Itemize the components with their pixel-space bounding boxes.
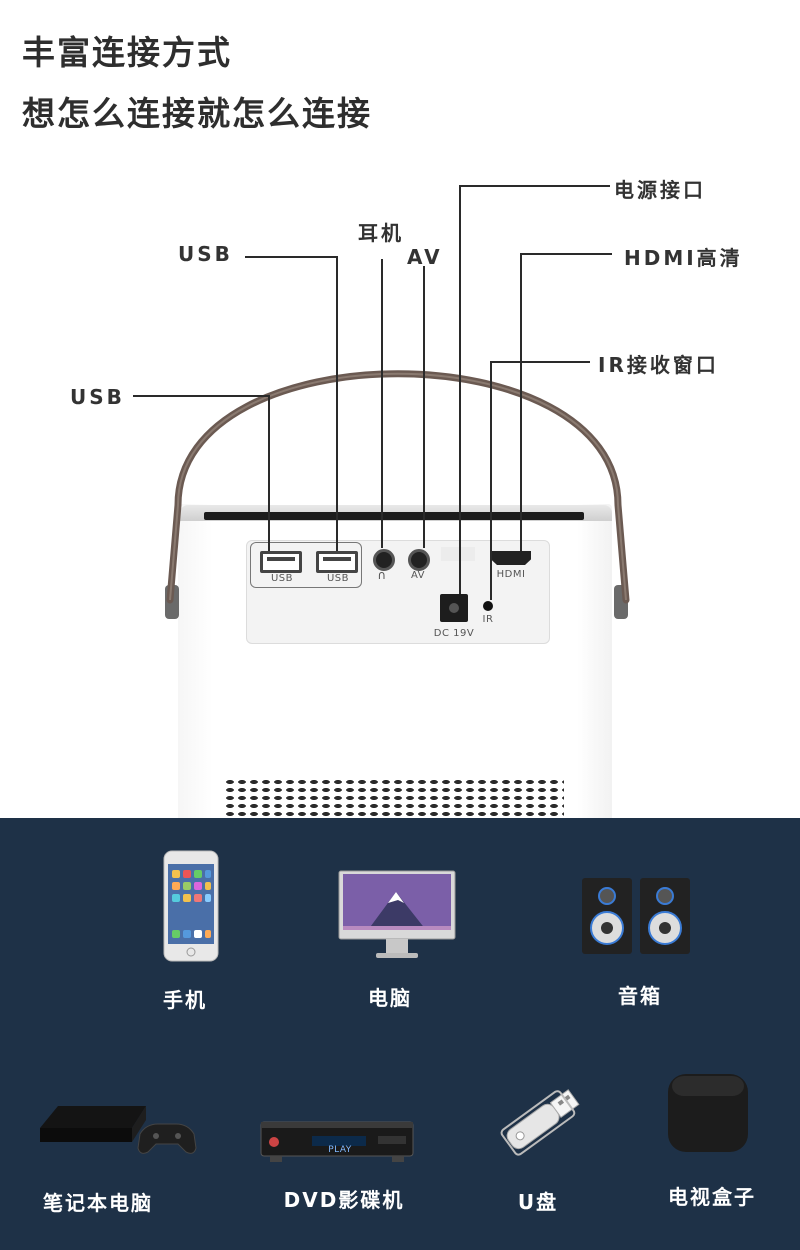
callout-earphone: 耳机	[358, 221, 404, 245]
dvd-player-icon	[260, 1121, 414, 1162]
connection-diagram	[133, 185, 630, 604]
leader-ir	[490, 361, 590, 600]
leader-hdmi	[520, 253, 612, 551]
usb-port-1-label: USB	[270, 573, 294, 584]
callout-power: 电源接口	[614, 178, 706, 202]
leader-usb-left	[133, 395, 270, 551]
usb-port-2-label: USB	[326, 573, 350, 584]
speaker-grille	[224, 778, 564, 822]
usb-drive-icon	[500, 1089, 580, 1156]
leader-power	[459, 185, 610, 594]
device-label-usb-drive: U盘	[517, 1190, 559, 1214]
usb-port-group	[250, 542, 362, 588]
usb-port-2	[316, 551, 358, 573]
device-label-laptop: 笔记本电脑	[43, 1191, 153, 1215]
earphone-jack	[373, 549, 395, 571]
projector-top-slot	[204, 512, 584, 520]
av-port-label: AV	[410, 570, 426, 581]
ir-receiver	[483, 601, 493, 611]
usb-port-1	[260, 551, 302, 573]
smartphone-icon	[163, 850, 219, 962]
callout-hdmi: HDMI高清	[624, 246, 743, 270]
dc-port-label: DC 19V	[433, 628, 475, 639]
device-label-tv-box: 电视盒子	[668, 1185, 756, 1209]
carry-handle-highlight	[169, 372, 627, 601]
tv-box-icon	[668, 1074, 748, 1152]
hdmi-port-label: HDMI	[496, 569, 526, 580]
leader-usb-top	[245, 256, 338, 551]
callout-av: AV	[407, 245, 443, 269]
callout-usb-top: USB	[178, 242, 233, 266]
panel-blank-area	[441, 547, 475, 561]
device-label-phone: 手机	[163, 988, 207, 1012]
headline-line-2: 想怎么连接就怎么连接	[22, 94, 372, 133]
device-label-dvd: DVD影碟机	[283, 1188, 405, 1212]
dvd-display-text: PLAY	[328, 1145, 352, 1155]
av-jack	[408, 549, 430, 571]
compatible-devices-panel: 手机 电脑 音箱 笔记本电脑 PLAY	[0, 818, 800, 1250]
callout-usb-left: USB	[70, 385, 125, 409]
hdmi-port	[491, 551, 531, 565]
dc-power-port	[440, 594, 468, 622]
computer-monitor-icon	[338, 870, 456, 958]
device-label-speaker: 音箱	[618, 984, 662, 1008]
speakers-icon	[582, 878, 690, 954]
earphone-jack-icon: ∩	[377, 568, 387, 582]
callout-ir: IR接收窗口	[598, 353, 719, 377]
ir-port-label: IR	[482, 614, 494, 625]
headline-line-1: 丰富连接方式	[22, 33, 232, 72]
game-console-icon	[40, 1106, 197, 1154]
carry-handle	[166, 370, 630, 604]
device-label-computer: 电脑	[368, 986, 412, 1010]
